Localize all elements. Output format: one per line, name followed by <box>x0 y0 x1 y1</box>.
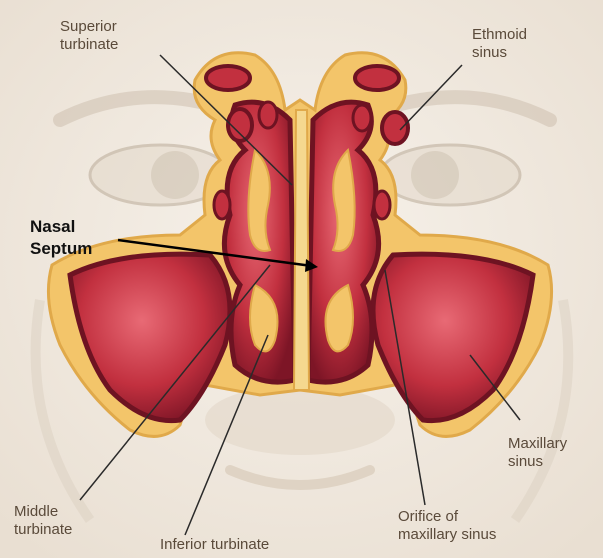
ethmoid-sinus-label: Ethmoid sinus <box>472 26 527 62</box>
maxillary-sinus-line1: Maxillary <box>508 435 567 453</box>
inferior-turbinate-label: Inferior turbinate <box>160 536 269 554</box>
nasal-septum-line2: Septum <box>30 238 92 260</box>
orifice-line1: Orifice of <box>398 508 496 526</box>
middle-turbinate-line2: turbinate <box>14 521 72 539</box>
superior-turbinate-line2: turbinate <box>60 36 118 54</box>
maxillary-sinus-line2: sinus <box>508 453 567 471</box>
middle-turbinate-line1: Middle <box>14 503 72 521</box>
nasal-septum-line1: Nasal <box>30 216 92 238</box>
middle-turbinate-label: Middle turbinate <box>14 503 72 539</box>
orifice-maxillary-sinus-label: Orifice of maxillary sinus <box>398 508 496 544</box>
ethmoid-sinus-line2: sinus <box>472 44 527 62</box>
superior-turbinate-label: Superior turbinate <box>60 18 118 54</box>
superior-turbinate-line1: Superior <box>60 18 118 36</box>
nasal-septum-label: Nasal Septum <box>30 216 92 260</box>
orifice-line2: maxillary sinus <box>398 526 496 544</box>
ethmoid-sinus-line1: Ethmoid <box>472 26 527 44</box>
maxillary-sinus-label: Maxillary sinus <box>508 435 567 471</box>
